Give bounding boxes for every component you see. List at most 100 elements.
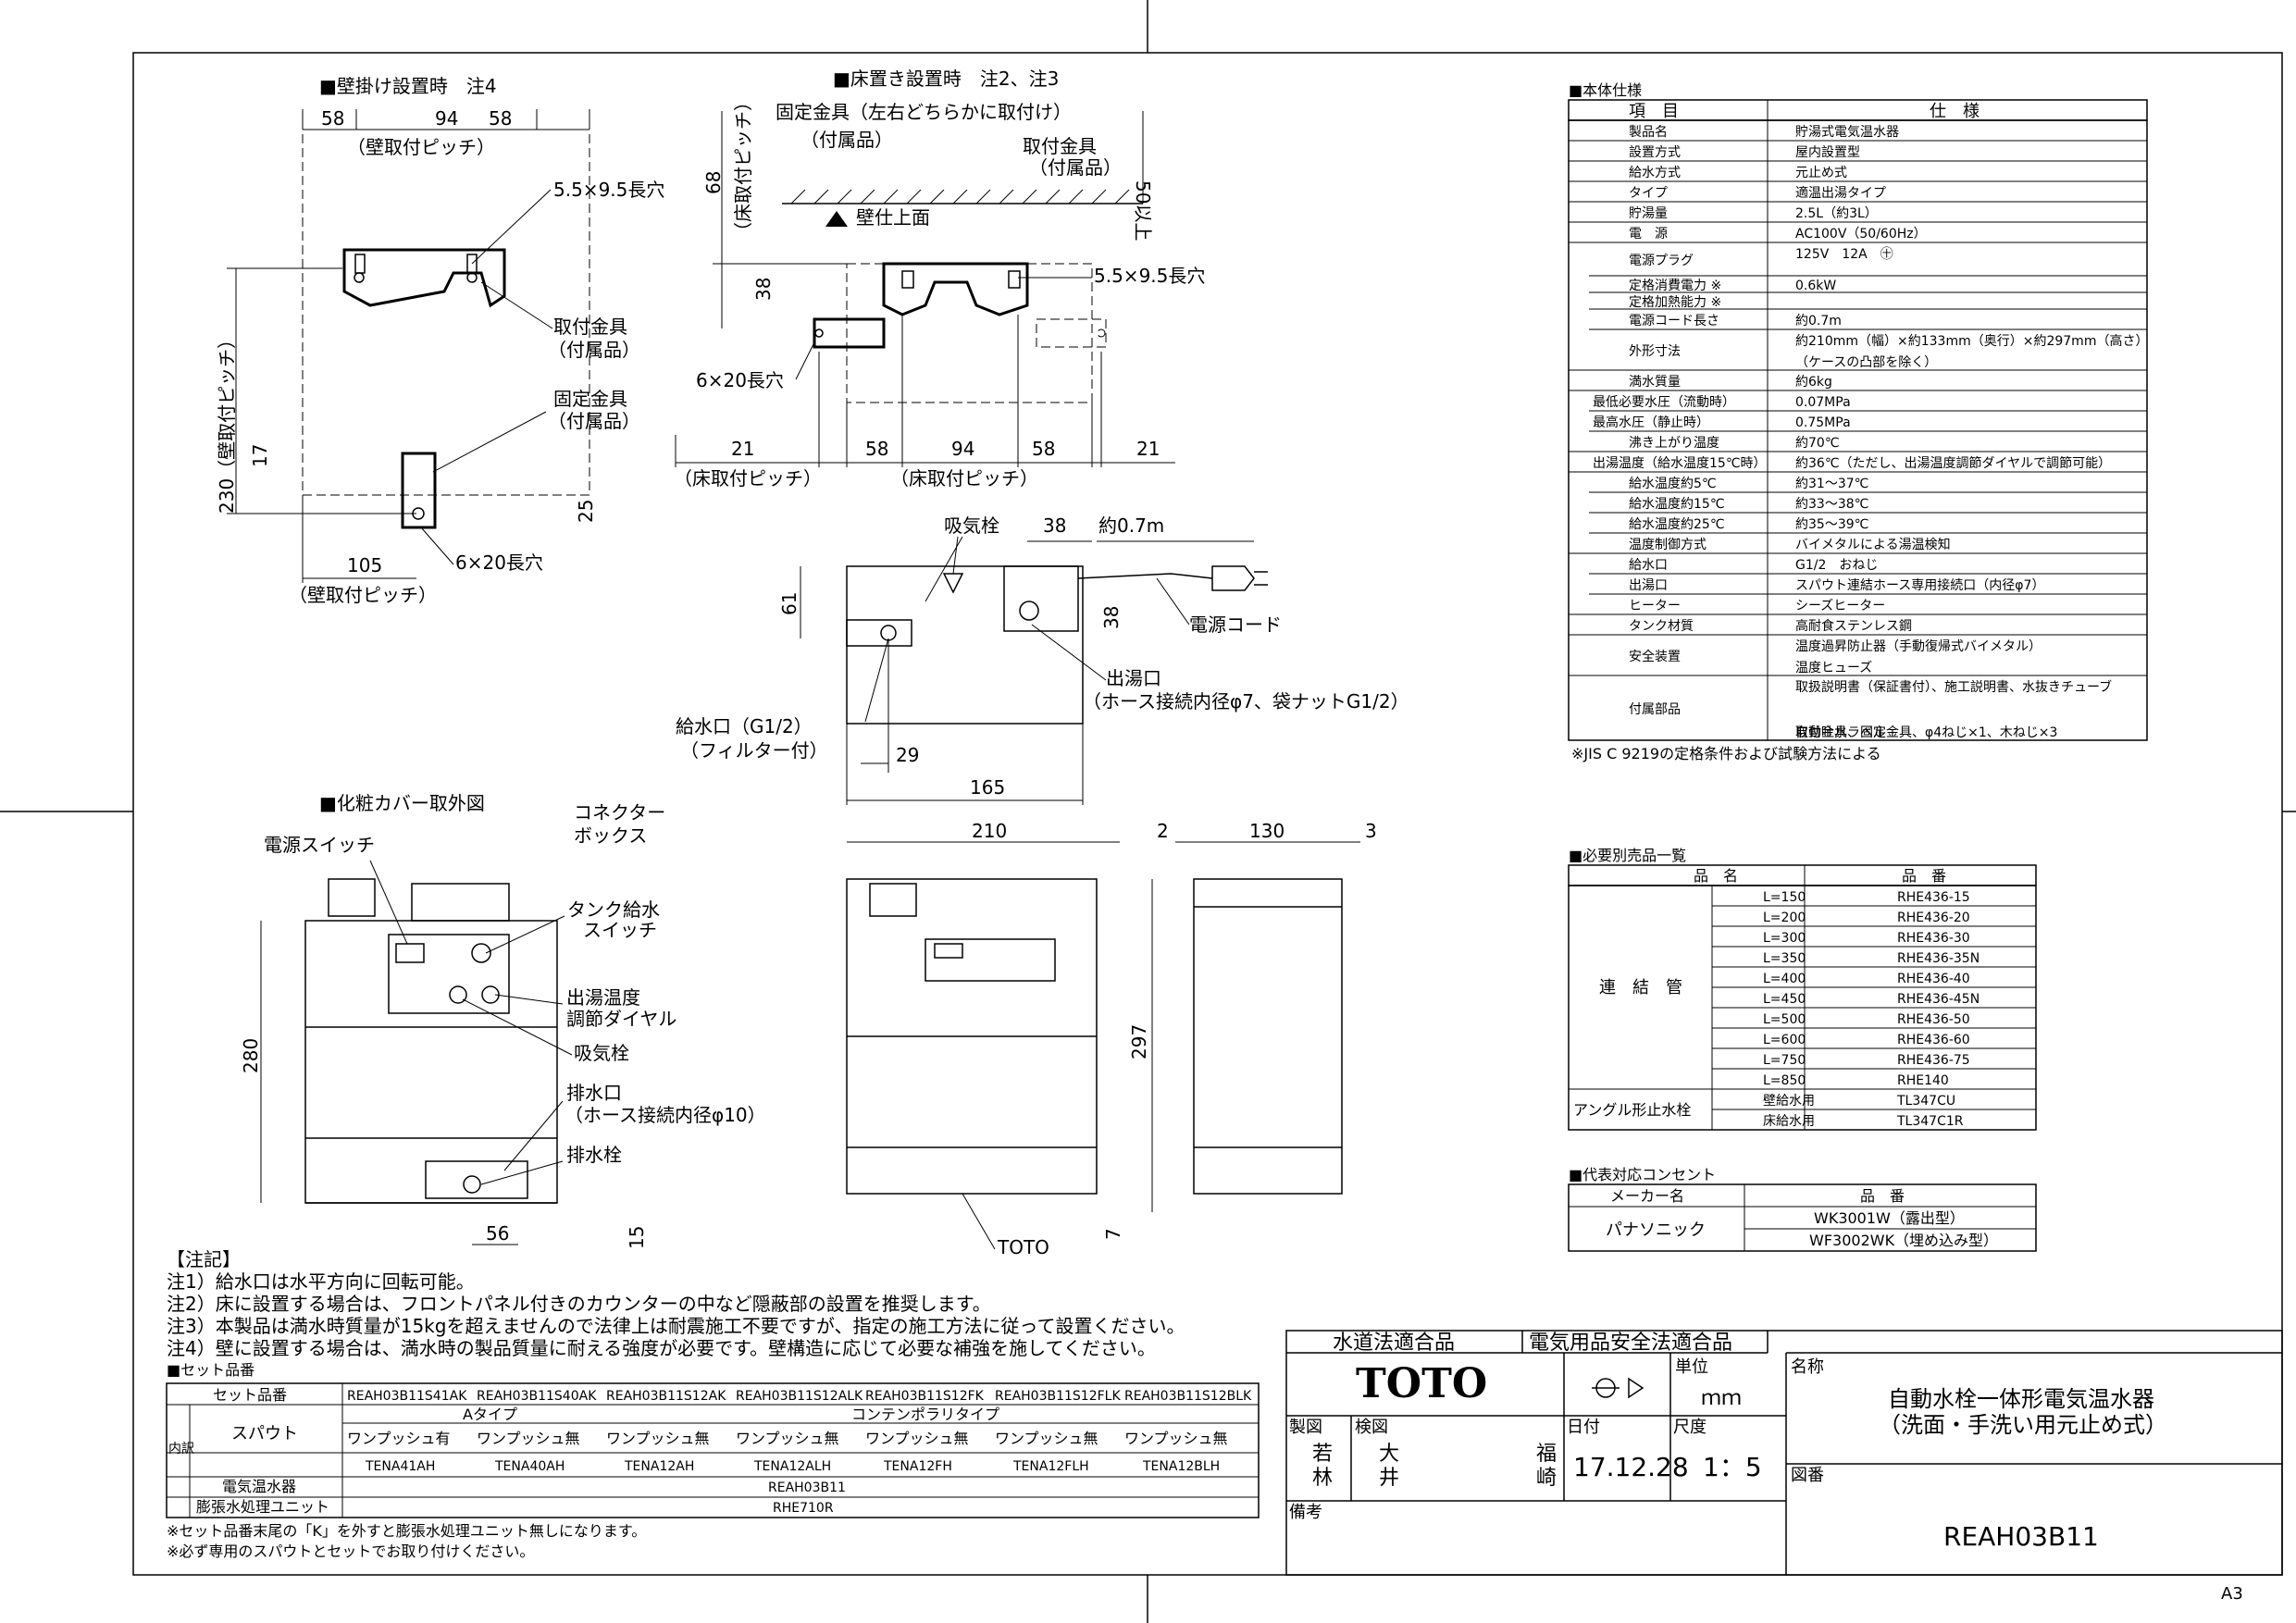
sets-footnote-2: ※必ず専用のスパウトとセットでお取り付けください。 xyxy=(167,1542,534,1560)
cover-label-temp: 出湯温度 xyxy=(566,986,640,1009)
parts-code: RHE436-50 xyxy=(1897,1012,1970,1027)
made-by: 林 xyxy=(1312,1467,1333,1490)
outlet-maker: パナソニック xyxy=(1606,1220,1706,1240)
set-code: REAH03B11S40AK xyxy=(477,1389,597,1404)
top-label-inlet-sub: （フィルター付） xyxy=(680,739,828,762)
set-code: REAH03B11S41AK xyxy=(347,1389,467,1404)
spec-value-cont: 自動吐水ラベル xyxy=(1795,725,1886,740)
sets-naiyaku: 内訳 xyxy=(168,1442,194,1456)
scale-label: 尺度 xyxy=(1673,1418,1706,1437)
spec-item: タイプ xyxy=(1629,186,1668,201)
spec-value: 2.5L（約3L） xyxy=(1795,206,1878,221)
side-dim-130: 130 xyxy=(1249,820,1285,842)
wall-label-bracket: 取付金具 xyxy=(553,316,627,338)
spec-item: 安全装置 xyxy=(1629,649,1681,664)
cover-dim-56: 56 xyxy=(486,1222,509,1245)
floor-pitch-center: （床取付ピッチ） xyxy=(890,467,1038,489)
cover-label-power: 電源スイッチ xyxy=(264,834,375,856)
parts-code: RHE140 xyxy=(1897,1073,1949,1088)
spec-value: バイメタルによる湯温検知 xyxy=(1795,537,1951,552)
top-dim-29: 29 xyxy=(896,744,919,766)
spout-type: ワンプッシュ有 xyxy=(347,1430,451,1447)
floor-dim-94: 94 xyxy=(951,438,974,460)
check-by: 井 xyxy=(1379,1467,1399,1490)
top-label-cord: 電源コード xyxy=(1189,613,1282,636)
wall-pitch-top: （壁取付ピッチ） xyxy=(347,136,495,158)
spec-value: 約6kg xyxy=(1795,375,1832,390)
parts-code: RHE436-30 xyxy=(1897,931,1970,946)
spec-value: 約35〜39℃ xyxy=(1795,517,1868,532)
cover-dim-15: 15 xyxy=(626,1226,648,1249)
spout-code: TENA12ALH xyxy=(753,1459,831,1474)
spec-value: 取扱説明書（保証書付）、施工説明書、水抜きチューブ xyxy=(1795,679,2112,695)
outlet-row: WF3002WK（埋め込み型） xyxy=(1809,1232,1998,1249)
remarks-label: 備考 xyxy=(1289,1503,1322,1522)
cover-dim-280: 280 xyxy=(240,1038,262,1073)
cover-view-title: ■化粧カバー取外図 xyxy=(319,792,485,814)
spout-code: TENA12FLH xyxy=(1012,1459,1089,1474)
spec-item: 温度制御方式 xyxy=(1629,538,1706,552)
top-dim-38b: 38 xyxy=(1100,606,1123,629)
spec-value: 高耐食ステンレス鋼 xyxy=(1795,618,1912,634)
title-block: 水道法適合品 電気用品安全法適合品 TOTO 単位 ｍｍ 名称 自動水栓一体形電… xyxy=(1285,1330,2283,1576)
top-dim-61: 61 xyxy=(778,592,800,615)
parts-length: L=400 xyxy=(1763,972,1806,986)
spout-code: TENA40AH xyxy=(494,1459,565,1474)
side-dim-7: 7 xyxy=(1102,1228,1124,1240)
unit-label: 単位 xyxy=(1675,1357,1708,1377)
spec-value: 屋内設置型 xyxy=(1795,145,1860,160)
spec-item: 定格加熱能力 ※ xyxy=(1629,295,1721,310)
parts-head-code: 品 番 xyxy=(1902,867,1946,885)
spec-value: 約210mm（幅）×約133mm（奥行）×約297mm（高さ） xyxy=(1795,333,2148,349)
spout-type: ワンプッシュ無 xyxy=(1124,1430,1228,1447)
floor-pitch-vert: （床取付ピッチ） xyxy=(732,93,754,241)
spec-value: 約31〜37℃ xyxy=(1795,477,1868,491)
side-view: 2 130 3 7 xyxy=(1102,820,1377,1240)
spec-value: G1/2 おねじ xyxy=(1795,558,1878,573)
wall-label-hole: 6×20長穴 xyxy=(455,551,543,574)
cover-label-drain-sub: （ホース接続内径φ10） xyxy=(565,1104,766,1126)
floor-label-fixing: 固定金具（左右どちらかに取付け） xyxy=(776,101,1072,123)
top-dim-165: 165 xyxy=(970,776,1005,799)
set-code-row: REAH03B11S41AK REAH03B11S40AK REAH03B11S… xyxy=(347,1389,1252,1404)
check-by-2: 崎 xyxy=(1536,1467,1557,1490)
top-dim-38: 38 xyxy=(1043,514,1066,537)
parts-code: RHE436-45N xyxy=(1897,992,1980,1007)
floor-dim-38: 38 xyxy=(752,278,775,301)
spec-item: 設置方式 xyxy=(1629,145,1681,160)
floor-label-hole: 6×20長穴 xyxy=(696,369,784,391)
spec-table: ■本体仕様項 目仕 様製品名貯湯式電気温水器設置方式屋内設置型給水方式元止め式タ… xyxy=(1568,81,2148,762)
set-code: REAH03B11S12ALK xyxy=(736,1389,863,1404)
dwg-label: 図番 xyxy=(1791,1466,1824,1485)
spec-item: 電源プラグ xyxy=(1629,254,1694,268)
spec-value-cont: （ケースの凸部を除く） xyxy=(1795,355,1937,370)
spout-code-row: TENA41AH TENA40AH TENA12AH TENA12ALH TEN… xyxy=(365,1459,1220,1474)
spout-type: ワンプッシュ無 xyxy=(477,1430,580,1447)
top-label-inlet: 給水口（G1/2） xyxy=(676,715,813,737)
date-value: 17.12.28 xyxy=(1573,1452,1689,1482)
note-1: 注1）給水口は水平方向に回転可能。 xyxy=(167,1270,475,1293)
date-label: 日付 xyxy=(1567,1418,1600,1437)
spec-value: 約36℃（ただし、出湯温度調節ダイヤルで調節可能） xyxy=(1795,455,2111,471)
spec-head-spec: 仕 様 xyxy=(1930,102,1980,121)
spec-item: 給水温度約5℃ xyxy=(1629,477,1717,491)
spec-item: 電源コード長さ xyxy=(1629,314,1719,328)
spec-value: 0.75MPa xyxy=(1795,415,1851,430)
set-code: REAH03B11S12AK xyxy=(606,1389,726,1404)
spec-value: 約33〜38℃ xyxy=(1795,497,1868,512)
scale-value: 1：5 xyxy=(1703,1452,1762,1482)
front-label-toto: TOTO xyxy=(997,1236,1049,1258)
spec-value: 温度過昇防止器（手動復帰式バイメタル） xyxy=(1795,638,2042,654)
cert-water: 水道法適合品 xyxy=(1333,1332,1455,1355)
parts-head-name: 品 名 xyxy=(1694,867,1738,885)
spec-value: AC100V（50/60Hz） xyxy=(1795,227,1927,242)
wall-dim-17: 17 xyxy=(249,444,271,467)
spec-value: 125V 12A ㊉ xyxy=(1795,247,1893,262)
cover-label-vent: 吸気栓 xyxy=(574,1042,629,1064)
cover-label-tank-sub: スイッチ xyxy=(583,919,657,941)
